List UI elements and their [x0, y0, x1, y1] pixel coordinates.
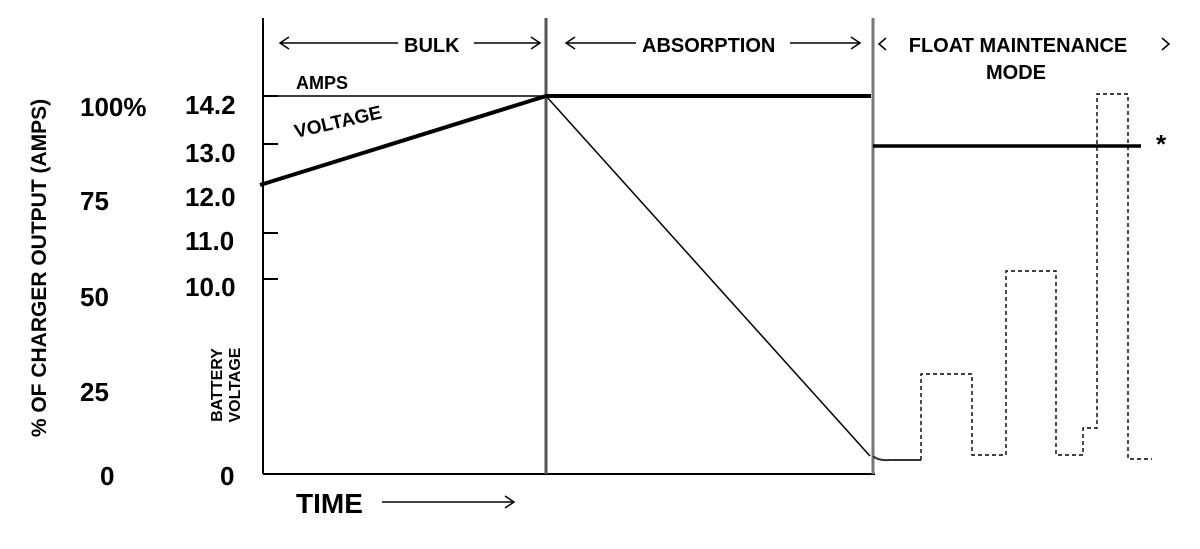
percent-tick-0: 0 [100, 461, 114, 491]
phase-label-absorption: ABSORPTION [642, 35, 775, 57]
float-voltage-annotation: * [1156, 129, 1167, 159]
float-pulse-line [920, 93, 1152, 460]
tick-marks [262, 95, 278, 280]
bulk-arrowhead-right [530, 36, 542, 50]
amps-line-absorption [545, 95, 871, 457]
absorption-arrowhead-left [564, 36, 576, 50]
percent-tick-100: 100% [80, 92, 147, 122]
voltage-tick-13-0: 13.0 [185, 138, 236, 168]
phase-label-bulk: BULK [404, 35, 460, 57]
phase-header-absorption: ABSORPTION [564, 35, 862, 57]
x-axis-title: TIME [296, 488, 363, 519]
phase-label-float-line1: FLOAT MAINTENANCE [909, 35, 1128, 57]
amps-line-float-tail [872, 455, 921, 462]
percent-tick-75: 75 [80, 186, 109, 216]
series-label-voltage: VOLTAGE [292, 102, 383, 142]
phase-label-float-line2: MODE [986, 62, 1046, 84]
absorption-arrowhead-right [850, 36, 862, 50]
battery-label: BATTERY [209, 348, 226, 422]
percent-tick-50: 50 [80, 282, 109, 312]
voltage-tick-14-2: 14.2 [185, 90, 236, 120]
voltage-tick-0: 0 [220, 461, 234, 491]
voltage-tick-10-0: 10.0 [185, 272, 236, 302]
time-arrowhead [504, 495, 516, 509]
voltage-tick-11-0: 11.0 [185, 226, 234, 256]
percent-tick-25: 25 [80, 377, 109, 407]
phase-header-bulk: BULK [278, 35, 542, 57]
voltage-tick-12-0: 12.0 [185, 182, 236, 212]
y-axis-title: % OF CHARGER OUTPUT (AMPS) [28, 99, 51, 437]
float-arrowhead-left [877, 37, 887, 51]
series-label-amps: AMPS [296, 73, 348, 93]
float-arrowhead-right [1161, 37, 1171, 51]
voltage-ticks: 14.2 13.0 12.0 11.0 10.0 0 [185, 90, 236, 491]
voltage-line-bulk [259, 94, 547, 187]
bulk-arrowhead-left [278, 36, 290, 50]
phase-header-float: FLOAT MAINTENANCE MODE [877, 35, 1171, 84]
percent-ticks: 100% 75 50 25 0 [80, 92, 147, 491]
voltage-label: VOLTAGE [227, 347, 244, 422]
